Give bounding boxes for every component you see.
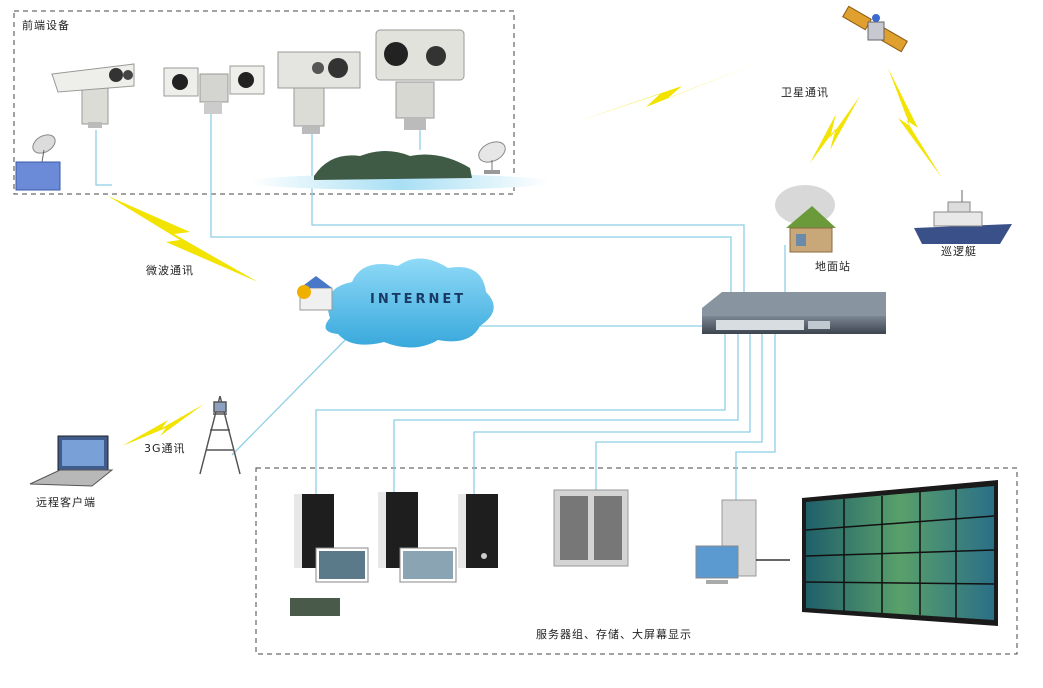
storage-array: [553, 489, 629, 567]
servers-storage-display-label: 服务器组、存储、大屏幕显示: [536, 628, 692, 641]
pt-camera-1: [51, 63, 135, 128]
video-wall: [802, 480, 998, 626]
internet-cloud: [297, 258, 494, 348]
patrol-boat-icon: [914, 190, 1012, 244]
workstation: [695, 499, 790, 584]
server-tower-2: [378, 492, 457, 583]
island-scene: [250, 151, 550, 190]
internet-label: INTERNET: [370, 292, 467, 307]
3g-comm-label: 3G通讯: [144, 442, 186, 455]
front-end-label: 前端设备: [22, 19, 70, 32]
server-region: [255, 467, 1018, 655]
satellite-icon: [842, 5, 908, 53]
laptop-icon: [29, 435, 114, 487]
ground-station-icon: [775, 185, 836, 253]
cell-tower-icon: [199, 395, 241, 475]
remote-client-label: 远程客户端: [36, 496, 96, 509]
patrol-boat-label: 巡逻艇: [941, 245, 977, 258]
network-links: [95, 98, 786, 500]
microwave-comm-label: 微波通讯: [146, 264, 194, 277]
pt-camera-2: [163, 65, 265, 114]
lightning-bolts: [108, 62, 942, 446]
satellite-dish-right: [478, 141, 506, 174]
pt-camera-3: [277, 51, 361, 134]
network-switch: [702, 292, 886, 334]
satellite-comm-label: 卫星通讯: [781, 86, 829, 99]
server-tower-1: [290, 494, 369, 616]
server-tower-3: [458, 494, 498, 568]
ground-station-label: 地面站: [815, 260, 851, 273]
satellite-dish-left: [15, 134, 61, 191]
pt-camera-4: [375, 29, 465, 130]
